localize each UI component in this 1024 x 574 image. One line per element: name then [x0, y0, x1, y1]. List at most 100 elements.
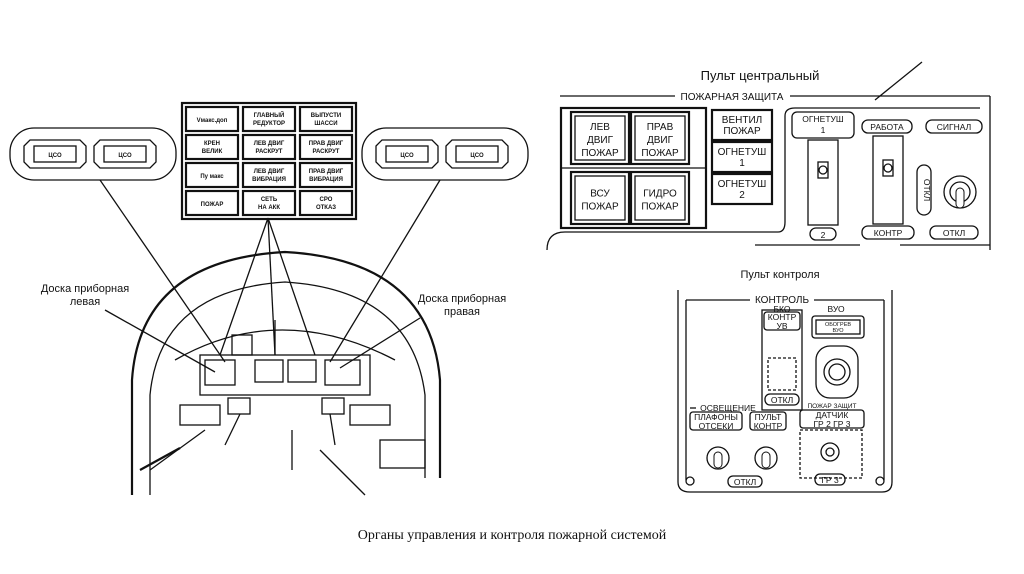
- cockpit-drawing: [130, 250, 442, 496]
- cso-label: ЦСО: [48, 153, 62, 159]
- left-panel-label-2: левая: [70, 296, 100, 308]
- right-panel-label: Доска приборная: [418, 293, 506, 305]
- right-panel-label-2: правая: [444, 306, 480, 318]
- cso-panel-right: ЦСО ЦСО: [361, 127, 529, 181]
- bko-label: БКО: [773, 304, 790, 314]
- annunciator-cell: ПОЖАР: [184, 189, 240, 217]
- fire-button-label: ПОЖАР: [641, 202, 679, 213]
- annunciator-cell: ЛЕВ ДВИГ РАСКРУТ: [241, 133, 297, 161]
- off-label: ОТКЛ: [943, 228, 965, 238]
- signal-label: СИГНАЛ: [937, 122, 971, 132]
- indicator-label: ВЕНТИЛ: [722, 115, 762, 126]
- fire-button-label: ПОЖАР: [581, 202, 619, 213]
- ceiling-light-toggle[interactable]: [706, 446, 730, 470]
- vuo-heat-button[interactable]: [823, 358, 851, 386]
- annunciator-cell: ПРАВ ДВИГ ВИБРАЦИЯ: [298, 161, 354, 189]
- annunciator-text: СЕТЬ: [261, 197, 278, 203]
- annunciator-text: РАСКРУТ: [256, 149, 283, 155]
- control-panel-title: Пульт контроля: [740, 269, 819, 281]
- control-section-label: КОНТРОЛЬ: [755, 295, 810, 306]
- annunciator-text: РАСКРУТ: [313, 149, 340, 155]
- bko-button-label[interactable]: КОНТР: [768, 312, 797, 322]
- figure-caption: Органы управления и контроля пожарной си…: [357, 528, 667, 543]
- lighting-off-label: ОТКЛ: [734, 477, 756, 487]
- annunciator-text: ВЕЛИК: [202, 149, 223, 155]
- annunciator-text: ЛЕВ ДВИГ: [254, 169, 285, 175]
- off-vertical-label: ОТКЛ: [922, 179, 932, 201]
- fire-button-label: ПОЖАР: [641, 148, 679, 159]
- bko-switch[interactable]: [767, 357, 797, 391]
- annunciator-text: ЛЕВ ДВИГ: [254, 141, 285, 147]
- panel-light-toggle[interactable]: [754, 446, 778, 470]
- fire-button-label: ДВИГ: [647, 135, 674, 146]
- annunciator-text: Пу макс: [200, 174, 224, 180]
- vuo-button-label[interactable]: ОБОГРЕВ: [825, 322, 851, 328]
- extinguisher-label: ОГНЕТУШ: [802, 114, 844, 124]
- annunciator-text: ГЛАВНЫЙ: [254, 111, 285, 119]
- annunciator-text: НА АКК: [258, 205, 280, 211]
- annunciator-cell: ПРАВ ДВИГ РАСКРУТ: [298, 133, 354, 161]
- ceiling-light-label: ПЛАФОНЫ: [694, 412, 738, 422]
- annunciator-cell: Пу макс: [184, 161, 240, 189]
- work-contr-guard-switch[interactable]: [872, 135, 904, 225]
- central-panel-title: Пульт центральный: [701, 68, 820, 83]
- bko-button-label-2: УВ: [776, 321, 787, 331]
- annunciator-cell: ЛЕВ ДВИГ ВИБРАЦИЯ: [241, 161, 297, 189]
- extinguisher-label-num: 1: [821, 125, 826, 135]
- sensor-groups-label: ГР 2 ГР 3: [813, 419, 850, 429]
- fire-button-label: ДВИГ: [587, 135, 614, 146]
- annunciator-cell: ГЛАВНЫЙ РЕДУКТОР: [241, 105, 297, 133]
- annunciator-text: ВЫПУСТИ: [311, 113, 341, 119]
- indicator-label: ОГНЕТУШ: [718, 179, 767, 190]
- annunciator-cell: СЕТЬ НА АКК: [241, 189, 297, 217]
- annunciator-text: РЕДУКТОР: [253, 121, 285, 127]
- control-panel: Пульт контроля КОНТРОЛЬ БКО КОНТР УВ ОТК…: [677, 269, 893, 493]
- fire-protection-label: ПОЖАРНАЯ ЗАЩИТА: [681, 92, 784, 103]
- cso-panel-left: ЦСО ЦСО: [9, 127, 177, 181]
- extinguisher-guard-switch[interactable]: [807, 139, 839, 226]
- annunciator-text: ПРАВ ДВИГ: [309, 141, 344, 147]
- annunciator-text: Vмакс.доп: [197, 118, 228, 124]
- contr-label: КОНТР: [874, 228, 903, 238]
- annunciator-text: ПОЖАР: [201, 202, 224, 208]
- indicator-label: ПОЖАР: [723, 126, 761, 137]
- lighting-label: ОСВЕЩЕНИЕ: [700, 403, 756, 413]
- fire-button-label: ЛЕВ: [590, 122, 610, 133]
- signal-toggle-switch[interactable]: [943, 175, 977, 209]
- central-panel: Пульт центральный ПОЖАРНАЯ ЗАЩИТА ЛЕВ ДВИ…: [546, 68, 991, 251]
- fire-button[interactable]: ГИДРО ПОЖАР: [629, 170, 691, 226]
- annunciator-text: КРЕН: [204, 141, 220, 147]
- fire-button-label: ГИДРО: [643, 189, 677, 200]
- annunciator-text: ВИБРАЦИЯ: [309, 177, 343, 183]
- annunciator-text: ПРАВ ДВИГ: [309, 169, 344, 175]
- annunciator-text: ВИБРАЦИЯ: [252, 177, 286, 183]
- work-label: РАБОТА: [870, 122, 904, 132]
- fire-button[interactable]: ВСУ ПОЖАР: [569, 170, 631, 226]
- cso-label: ЦСО: [470, 153, 484, 159]
- cso-label: ЦСО: [400, 153, 414, 159]
- sensor-switch[interactable]: [820, 442, 840, 462]
- leader-lines: [99, 61, 923, 373]
- annunciator-text: СРО: [320, 197, 333, 203]
- annunciator-cell: КРЕН ВЕЛИК: [184, 133, 240, 161]
- fire-button-label: ВСУ: [590, 189, 610, 200]
- fire-protect-label: ПОЖАР ЗАЩИТ: [807, 403, 856, 410]
- ceiling-light-label-2: ОТСЕКИ: [699, 421, 734, 431]
- indicator-label: 2: [739, 190, 745, 201]
- annunciator-cell: Vмакс.доп: [184, 105, 240, 133]
- sensor-gr3-label: ГР 3: [821, 475, 839, 485]
- panel-light-label: ПУЛЬТ: [755, 412, 782, 422]
- vuo-button-label-2: ВУО: [832, 328, 844, 334]
- fire-button-label: ПОЖАР: [581, 148, 619, 159]
- sensor-label: ДАТЧИК: [816, 410, 849, 420]
- fire-button[interactable]: ЛЕВ ДВИГ ПОЖАР: [569, 110, 631, 166]
